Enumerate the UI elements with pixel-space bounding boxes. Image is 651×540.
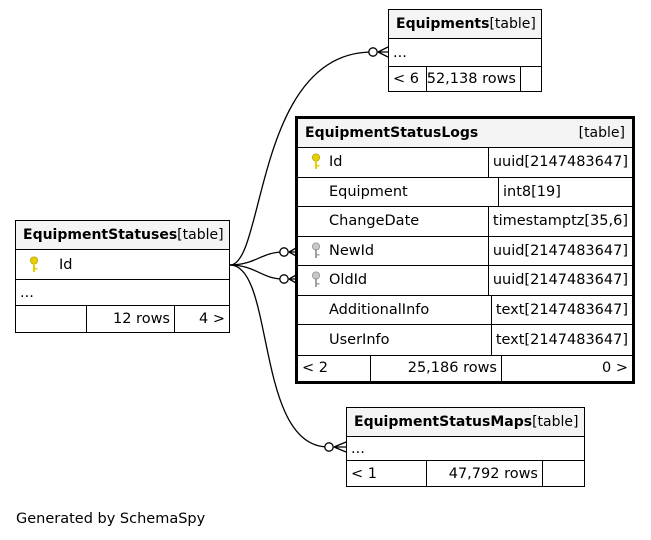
children-count (520, 67, 541, 91)
column-name: Id (329, 154, 343, 171)
table-header: Equipments [table] (389, 10, 541, 39)
ellipsis: ... (20, 284, 34, 301)
row-count: 52,138 rows (426, 67, 520, 91)
foreign-key-icon (305, 242, 327, 260)
edge-statuses-to-newid (229, 251, 284, 266)
parents-count: < 2 (302, 360, 328, 376)
table-stats-row: 12 rows 4 > (16, 306, 229, 332)
ellipsis: ... (393, 44, 407, 61)
primary-key-icon (23, 256, 45, 274)
column-row[interactable]: Id (16, 250, 229, 280)
table-name: EquipmentStatuses (23, 227, 178, 243)
column-row[interactable]: AdditionalInfo text[2147483647] (298, 295, 632, 325)
column-row[interactable]: Equipment int8[19] (298, 177, 632, 207)
table-stats-row: < 1 47,792 rows (347, 461, 584, 486)
column-type: text[2147483647] (490, 295, 632, 324)
parents-count (16, 306, 86, 332)
children-count: 0 > (501, 355, 632, 381)
children-count (542, 461, 584, 486)
ellipsis-row: ... (16, 280, 229, 306)
column-type: int8[19] (498, 177, 632, 206)
generated-by-text: Generated by SchemaSpy (16, 511, 206, 527)
table-kind: [table] (177, 227, 224, 243)
edge-statuses-to-equipments (229, 51, 373, 266)
table-equipment-status-logs[interactable]: EquipmentStatusLogs [table] Id uuid[21474… (295, 116, 635, 384)
column-row[interactable]: OldId uuid[2147483647] (298, 266, 632, 296)
row-count: 47,792 rows (426, 461, 542, 486)
table-name: EquipmentStatusLogs (305, 125, 479, 141)
table-stats-row: < 2 25,186 rows 0 > (298, 354, 632, 381)
ellipsis-row: ... (389, 39, 541, 67)
table-header: EquipmentStatusMaps [table] (347, 408, 584, 437)
ellipsis-row: ... (347, 437, 584, 461)
column-type: text[2147483647] (490, 325, 632, 355)
column-type: uuid[2147483647] (487, 266, 632, 295)
column-name: ChangeDate (329, 213, 420, 230)
column-name: Equipment (329, 183, 408, 200)
table-equipment-status-maps[interactable]: EquipmentStatusMaps [table] ... < 1 47,7… (346, 407, 585, 487)
column-name: Id (59, 256, 73, 273)
table-equipments[interactable]: Equipments [table] ... < 6 52,138 rows (388, 9, 542, 92)
parents-count: < 6 (393, 71, 419, 87)
column-name: NewId (329, 242, 375, 259)
row-count: 25,186 rows (370, 355, 501, 381)
column-row[interactable]: UserInfo text[2147483647] (298, 325, 632, 355)
table-name: Equipments (396, 16, 490, 32)
column-type: uuid[2147483647] (487, 148, 632, 177)
table-kind: [table] (532, 414, 579, 430)
ellipsis: ... (351, 440, 365, 457)
table-stats-row: < 6 52,138 rows (389, 67, 541, 91)
children-count: 4 > (174, 306, 229, 332)
table-equipment-statuses[interactable]: EquipmentStatuses [table] Id ... 12 rows… (15, 220, 230, 333)
column-row[interactable]: ChangeDate timestamptz[35,6] (298, 207, 632, 237)
column-type: timestamptz[35,6] (487, 207, 632, 236)
edge-statuses-to-maps (229, 264, 329, 448)
column-name: AdditionalInfo (329, 301, 430, 318)
table-kind: [table] (489, 16, 536, 32)
table-header: EquipmentStatusLogs [table] (298, 119, 632, 148)
primary-key-icon (305, 153, 327, 171)
table-kind: [table] (578, 125, 625, 141)
column-row[interactable]: Id uuid[2147483647] (298, 148, 632, 178)
foreign-key-icon (305, 271, 327, 289)
column-row[interactable]: NewId uuid[2147483647] (298, 236, 632, 266)
column-type: uuid[2147483647] (487, 236, 632, 265)
table-name: EquipmentStatusMaps (354, 414, 533, 430)
edge-statuses-to-oldid (229, 264, 284, 280)
row-count: 12 rows (86, 306, 174, 332)
column-name: OldId (329, 272, 368, 289)
parents-count: < 1 (351, 465, 377, 482)
table-header: EquipmentStatuses [table] (16, 221, 229, 250)
column-name: UserInfo (329, 331, 390, 348)
